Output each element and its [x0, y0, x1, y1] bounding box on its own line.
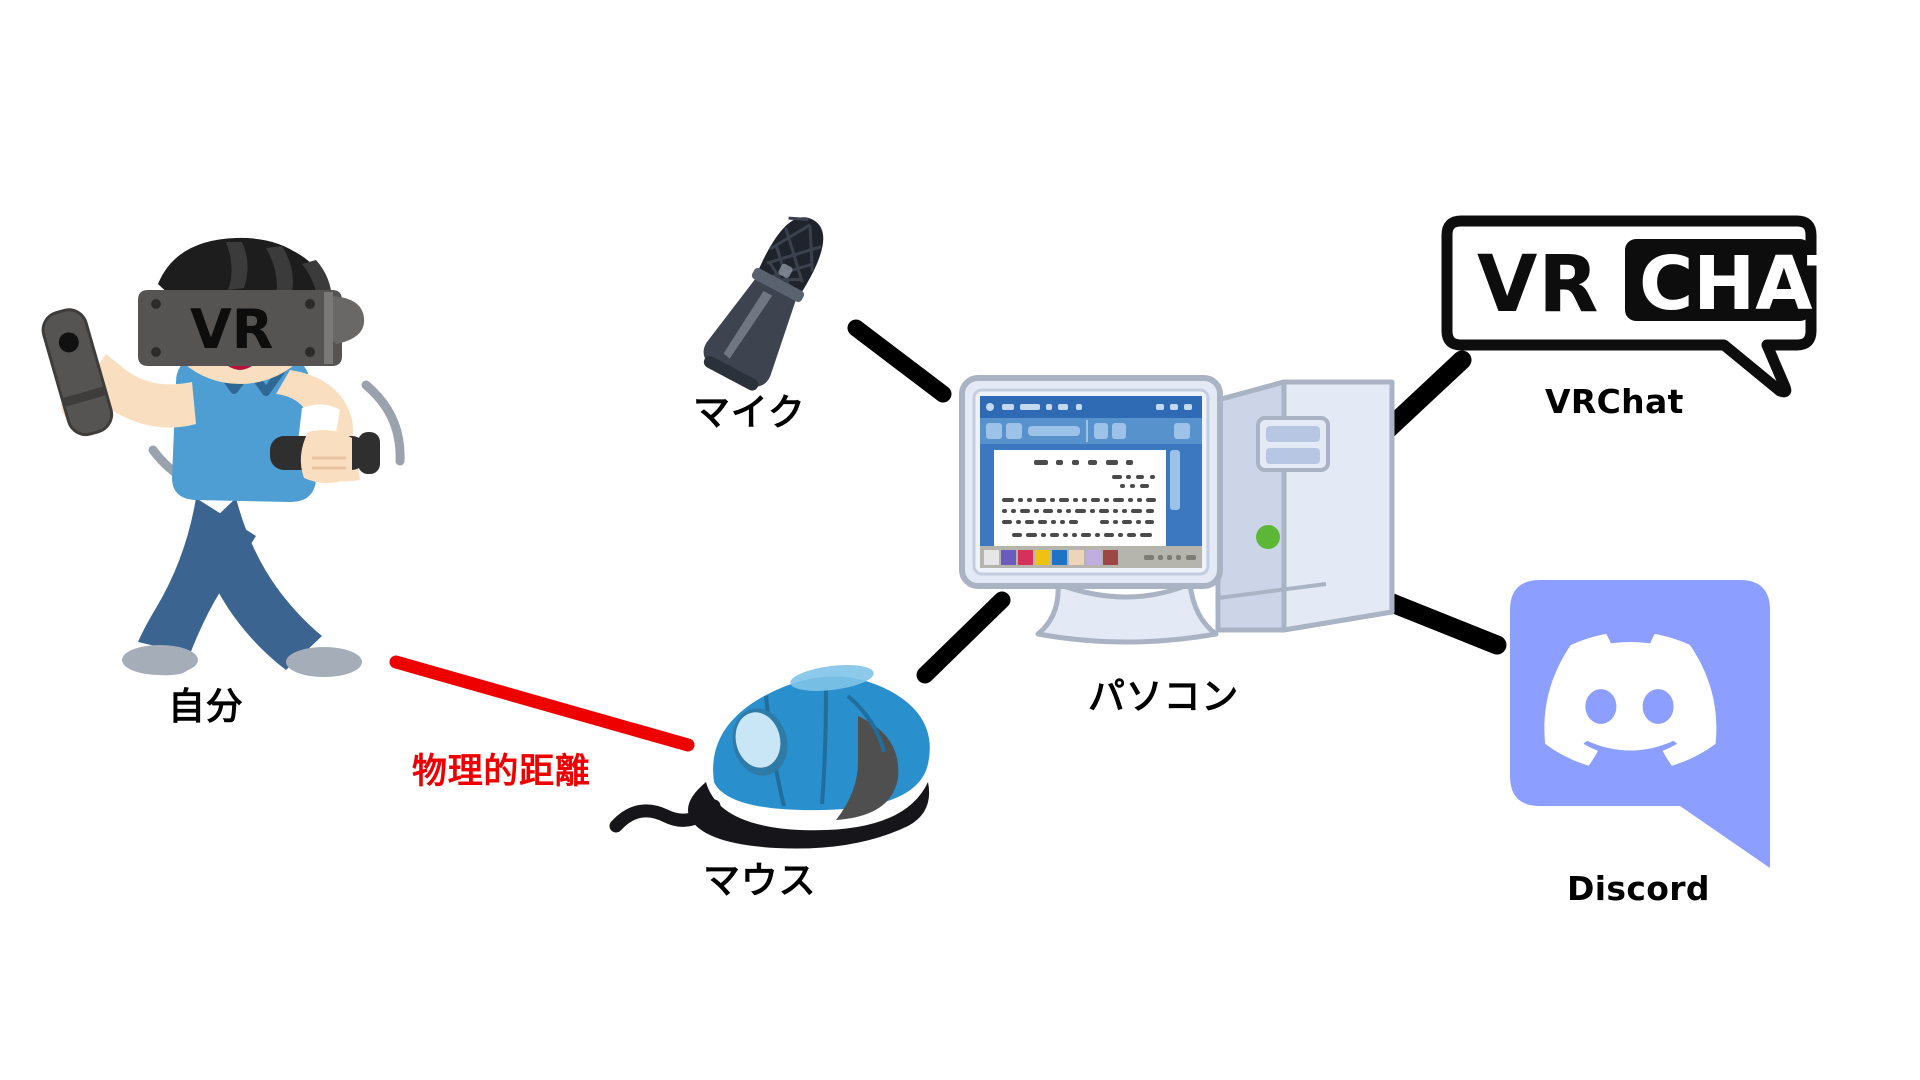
- svg-text:VR: VR: [190, 298, 273, 361]
- taskbar-swatches: [984, 550, 1118, 565]
- node-pc: [959, 370, 1395, 680]
- node-mic: [680, 205, 860, 395]
- caption-vrchat: VRChat: [1545, 382, 1684, 421]
- caption-mic: マイク: [693, 391, 806, 434]
- mouse-icon: [609, 665, 930, 849]
- edge-mic-to-pc: [847, 319, 952, 403]
- caption-discord: Discord: [1567, 869, 1710, 908]
- caption-pc: パソコン: [1088, 675, 1239, 718]
- microphone-icon: [703, 216, 824, 391]
- svg-text:CHAT: CHAT: [1639, 241, 1858, 327]
- node-vrchat: VR CHAT: [1441, 215, 1858, 398]
- node-self: VR: [40, 237, 440, 677]
- vr-player-icon: VR: [41, 237, 405, 677]
- discord-logo-icon: [1510, 580, 1770, 868]
- vrchat-logo-icon: VR CHAT: [1441, 215, 1858, 398]
- pc-screen-content: [980, 396, 1202, 568]
- pc-tower: [1215, 379, 1395, 633]
- edge-pc-to-discord: [1382, 593, 1507, 655]
- node-discord: [1510, 580, 1800, 870]
- node-mouse: [608, 650, 948, 850]
- caption-mouse: マウス: [703, 859, 817, 902]
- svg-text:VR: VR: [1477, 240, 1599, 330]
- edge-label-physical-distance: 物理的距離: [412, 752, 591, 792]
- desktop-computer-icon: [959, 375, 1395, 645]
- caption-self: 自分: [168, 685, 244, 728]
- pc-power-led-icon: [1256, 525, 1280, 549]
